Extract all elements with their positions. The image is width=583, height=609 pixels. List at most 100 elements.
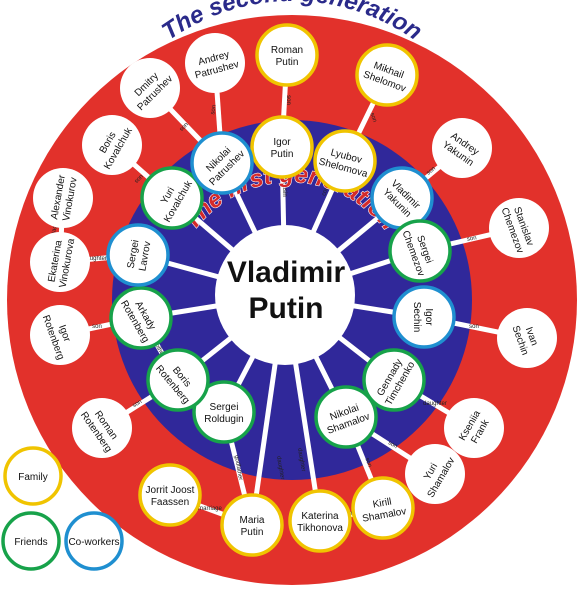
person-name-line: Sergei: [210, 402, 239, 413]
person-name-line: Sergei: [126, 239, 142, 269]
legend-swatch-circle: [1, 511, 61, 571]
edge-label-e-putin-igor: cousin: [281, 179, 287, 196]
legend-label: Co-workers: [68, 537, 119, 548]
edge-label-e-putin-maria: daughter: [275, 456, 285, 480]
person-circle: [120, 58, 180, 118]
legend-item-family: Family: [3, 446, 63, 506]
edge-label-e-shamalov-kirill: son: [363, 457, 372, 468]
legend-item-coworkers: Co-workers: [64, 511, 124, 571]
person-circle: [185, 33, 245, 93]
person-name-line: Lavrov: [137, 241, 153, 272]
edge-label-e-kovalchuk: son: [134, 174, 145, 185]
edge-label-e-arkady-igor: son: [92, 324, 102, 330]
person-name-line: Roman: [271, 45, 303, 56]
person-name-line: Maria: [239, 515, 264, 526]
edge-label-e-patrushev-andrey: son: [210, 105, 218, 116]
person-name-line: Katerina: [301, 511, 339, 522]
legend-label: Friends: [14, 537, 47, 548]
person-name-line: Putin: [271, 149, 294, 160]
person-circle: [33, 168, 93, 228]
person-name-line: Jorrit Joost: [146, 485, 195, 496]
legend-label: Family: [18, 472, 47, 483]
edge-label-e-lyubov-mikhail: son: [368, 112, 377, 123]
person-name-line: Putin: [276, 57, 299, 68]
person-name-line: Faassen: [151, 497, 189, 508]
person-circle: [250, 115, 314, 179]
person-circle: [351, 476, 415, 540]
person-name-line: Putin: [241, 527, 264, 538]
person-circle: [220, 493, 284, 557]
person-circle: [106, 223, 170, 287]
edge-label-e-putin-lyubov: cousin: [321, 178, 333, 196]
person-circle: [72, 398, 132, 458]
center-name-line-1: Vladimir: [227, 256, 346, 289]
person-name-line: Sechin: [411, 302, 422, 333]
person-circle: [392, 285, 456, 349]
legend-swatch-circle: [3, 446, 63, 506]
person-circle: [255, 23, 319, 87]
person-circle: [30, 305, 90, 365]
person-circle: [146, 348, 210, 412]
person-circle: [190, 131, 254, 195]
center-circle: [215, 225, 355, 365]
edge-label-e-lavrov: daughter: [83, 256, 107, 262]
edge-label-e-roldugin: godfather: [233, 455, 243, 481]
center-name-line-2: Putin: [249, 292, 324, 325]
edge-label-e-putin-roman: son: [285, 95, 291, 105]
person-name-line: Roldugin: [204, 414, 243, 425]
edge-label-e-putin-katerina: daughter: [296, 448, 306, 472]
person-circle: [288, 489, 352, 553]
edge-label-e-timchenko: daughter: [423, 401, 447, 407]
edge-label-e-yakunin: son: [426, 166, 437, 177]
edge-label-e-chemezov: son: [467, 235, 478, 243]
edge-label-e-sechin: son: [469, 324, 479, 330]
person-circle: [355, 43, 419, 107]
person-name-line: Igor: [273, 137, 291, 148]
person-circle: [388, 219, 452, 283]
edge-label-e-patrushev-dmitry: son: [179, 122, 190, 133]
person-circle: [405, 444, 465, 504]
person-circle: [432, 118, 492, 178]
person-circle: [82, 115, 142, 175]
person-circle: [314, 385, 378, 449]
person-circle: [109, 286, 173, 350]
person-circle: [138, 463, 202, 527]
person-name-line: Igor: [423, 308, 434, 326]
person-circle: [30, 232, 90, 292]
legend-item-friends: Friends: [1, 511, 61, 571]
person-circle: [362, 348, 426, 412]
person-circle: [192, 380, 256, 444]
person-circle: [497, 308, 557, 368]
person-circle: [444, 398, 504, 458]
